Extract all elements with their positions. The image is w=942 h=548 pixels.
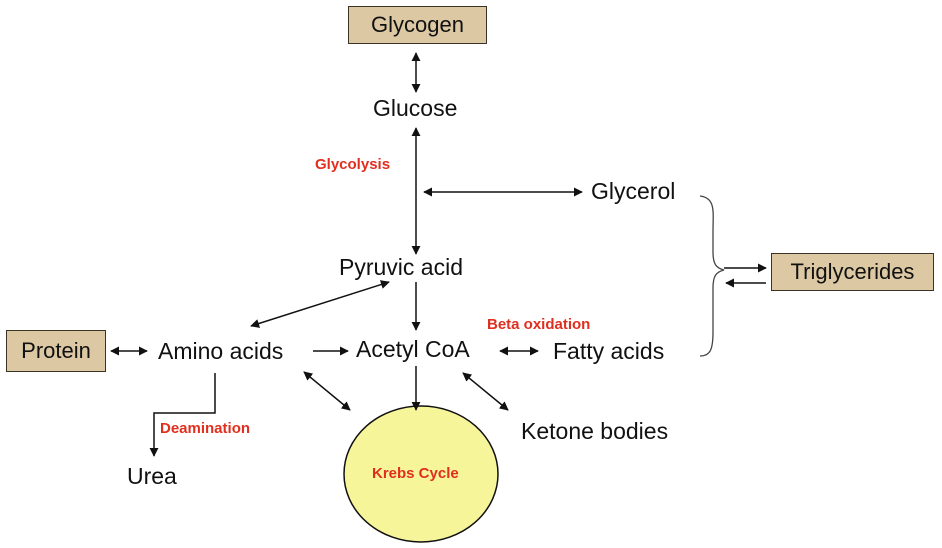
- krebs-cycle-circle: [343, 405, 499, 543]
- triglycerides-box: Triglycerides: [771, 253, 934, 291]
- arrow-amino-krebs: [303, 371, 351, 411]
- glycerol-label: Glycerol: [591, 178, 676, 204]
- acetyl-coa-label: Acetyl CoA: [356, 336, 470, 362]
- amino-acids-label: Amino acids: [158, 338, 284, 364]
- ketone-bodies-label: Ketone bodies: [521, 418, 669, 444]
- protein-box: Protein: [6, 330, 106, 372]
- fatty-acids-label: Fatty acids: [553, 338, 665, 364]
- beta-oxidation-label: Beta oxidation: [487, 316, 591, 333]
- brace-glycerol-fatty: [699, 195, 725, 357]
- pyruvic-acid-label: Pyruvic acid: [339, 254, 463, 280]
- glycogen-box: Glycogen: [348, 6, 487, 44]
- krebs-cycle-label: Krebs Cycle: [372, 465, 459, 482]
- glycolysis-label: Glycolysis: [315, 156, 391, 173]
- deamination-label: Deamination: [160, 420, 251, 437]
- arrow-acetyl-ketone: [462, 372, 509, 411]
- arrow-deamination-urea: [149, 373, 216, 457]
- urea-label: Urea: [127, 463, 177, 489]
- glucose-label: Glucose: [373, 95, 458, 121]
- arrow-amino-pyruvic: [250, 280, 390, 328]
